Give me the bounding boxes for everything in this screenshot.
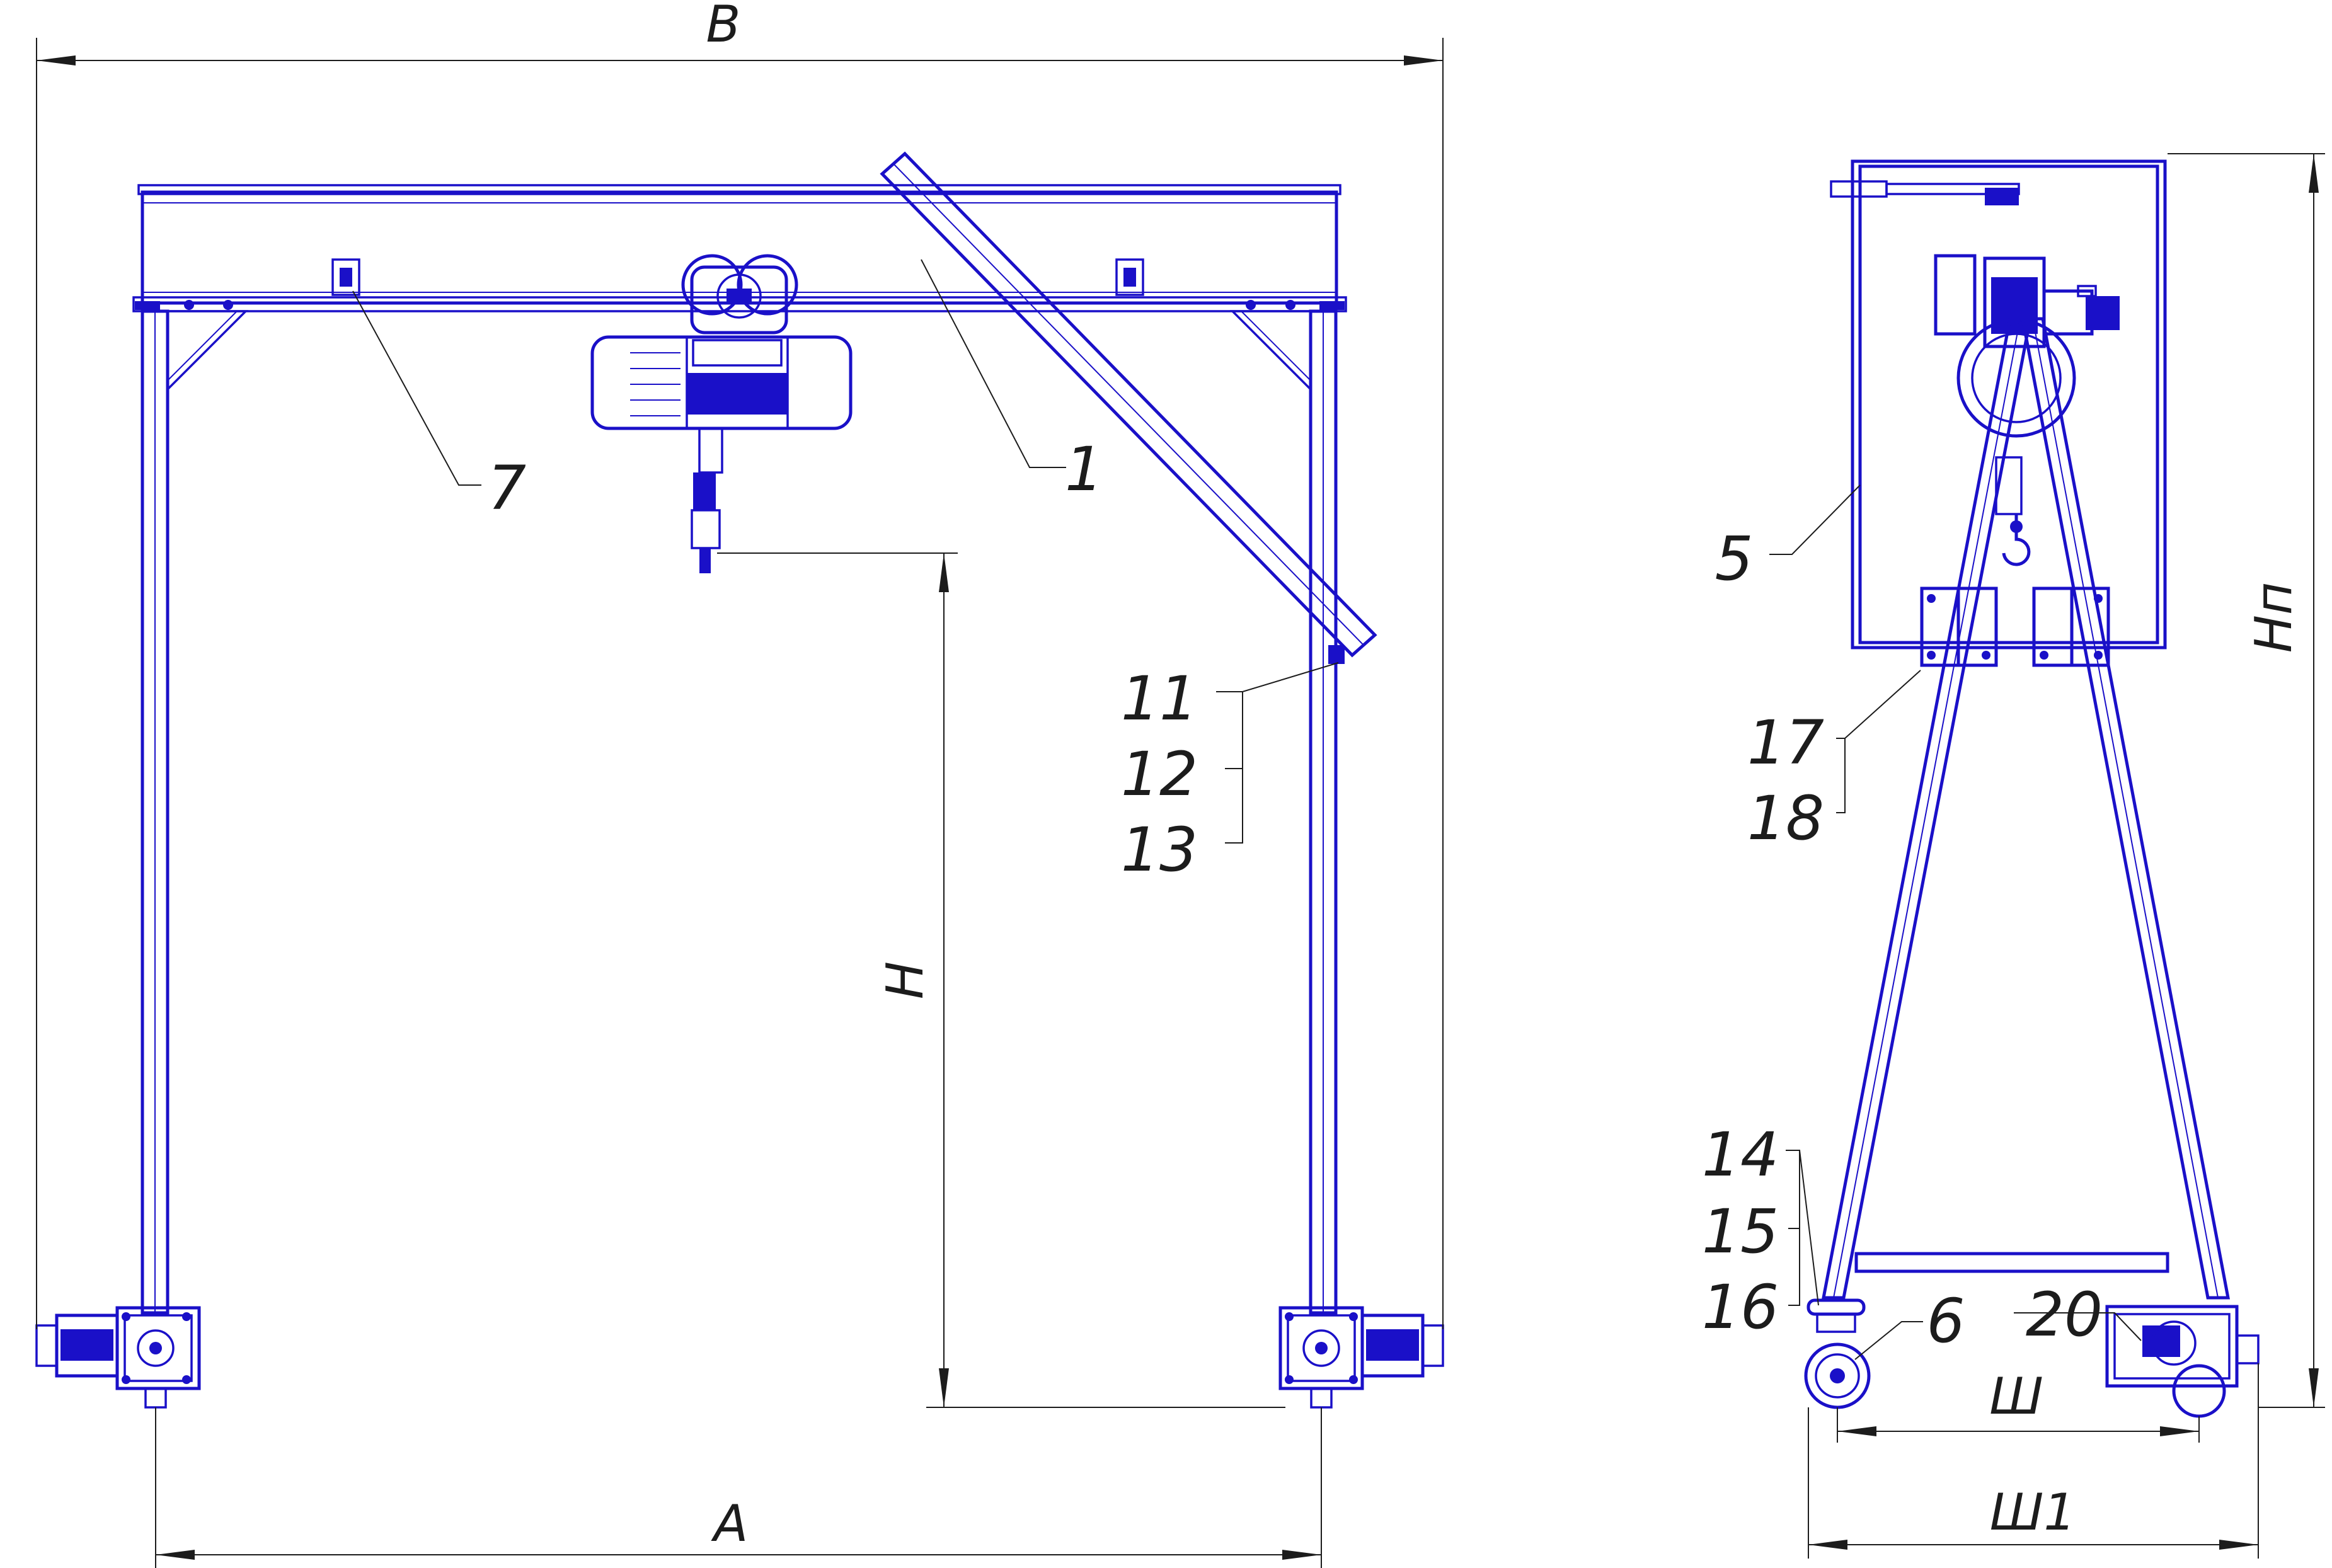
dimension-b	[36, 38, 1444, 1329]
leader-20	[2014, 1312, 2142, 1341]
bracket-11-13	[1225, 692, 1243, 844]
callout-11: 11	[1121, 663, 1198, 734]
diagonal-brace	[880, 151, 1377, 664]
leader-11	[1216, 662, 1339, 692]
drive-wheel	[2105, 1305, 2260, 1418]
beam-lug-left	[331, 258, 360, 296]
dimension-hp-label: Нп	[2244, 582, 2303, 653]
callout-16: 16	[1702, 1272, 1779, 1342]
dimension-sh1-label: Ш1	[1990, 1483, 2076, 1542]
callout-15: 15	[1702, 1196, 1779, 1267]
a-frame-legs	[1821, 317, 2231, 1300]
leader-17	[1836, 670, 1921, 739]
callout-12: 12	[1121, 739, 1198, 810]
leader-1	[921, 259, 1066, 468]
leader-5	[1769, 484, 1861, 555]
dimension-sh-label: Ш	[1989, 1367, 2043, 1426]
callout-18: 18	[1747, 783, 1824, 854]
leader-7	[352, 290, 481, 486]
mounting-plate-right	[2032, 587, 2110, 667]
callout-5: 5	[1715, 524, 1753, 594]
callout-14: 14	[1702, 1119, 1779, 1190]
leader-6	[1854, 1321, 1923, 1360]
dimension-a-label: A	[711, 1494, 749, 1553]
hoist-side	[1934, 254, 2120, 566]
left-end-carriage	[35, 1306, 201, 1409]
dimension-b-label: B	[706, 0, 741, 54]
dimension-h	[717, 552, 1285, 1408]
electric-hoist	[590, 254, 853, 573]
callout-20: 20	[2026, 1279, 2103, 1350]
callout-1: 1	[1065, 434, 1103, 505]
callout-17: 17	[1747, 707, 1824, 778]
hoist-frame	[1830, 159, 2167, 650]
side-view: Нп Ш Ш1 5 17 18 14 15	[1702, 153, 2325, 1559]
mounting-plate-left	[1920, 587, 1998, 667]
dimension-h-label: H	[876, 961, 934, 999]
callout-7: 7	[488, 453, 526, 524]
dimension-hp	[2168, 153, 2325, 1408]
dimension-sh	[1837, 1407, 2200, 1443]
dimension-a	[155, 1407, 1322, 1568]
bracket-17-18	[1836, 738, 1846, 813]
right-leg	[1229, 309, 1338, 1315]
leader-14	[1799, 1150, 1819, 1306]
front-view: B A H 1 7 11 12 13	[35, 0, 1444, 1568]
beam-lug-right	[1115, 258, 1144, 296]
left-leg	[141, 309, 249, 1315]
right-end-carriage	[1278, 1306, 1444, 1409]
dimension-sh1	[1808, 1363, 2259, 1559]
caster-wheel	[1804, 1298, 1871, 1409]
callout-13: 13	[1121, 815, 1198, 885]
callout-6: 6	[1926, 1286, 1965, 1356]
